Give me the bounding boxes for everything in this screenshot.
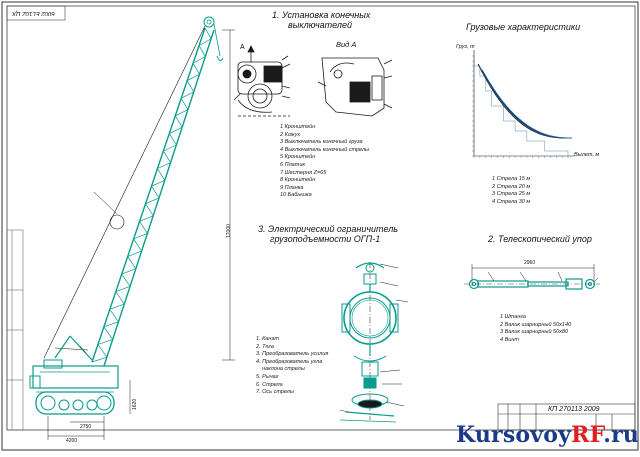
- crane-height-dim: 17000: [226, 224, 232, 238]
- watermark-tld: .ru: [603, 422, 640, 448]
- section3-title-line1: 3. Электрический ограничитель: [258, 224, 399, 234]
- stamp-number: 6002 EL10Z ЦX: [12, 10, 55, 16]
- legend-item: 3 Выключатель конечный груза: [280, 139, 363, 146]
- chart-legend: 1 Стрела 15 м 2 Стрела 20 м 3 Стрела 25 …: [492, 176, 530, 206]
- doc-code: КП 270113 2009: [548, 406, 600, 413]
- drawing-frame: [6, 5, 636, 431]
- stamp-box: [6, 5, 66, 21]
- legend-item: 1 Стрела 15 м: [492, 176, 531, 182]
- title-block: [497, 403, 636, 431]
- detail-circle: [109, 214, 125, 230]
- chart-x-label: Вылет, м: [574, 152, 600, 158]
- chart-step-grid: [473, 56, 569, 156]
- legend-item: 7 Шестерня Z=65: [280, 169, 327, 176]
- section3-legend: 1. Канат 2. Тяга 3. Преобразователь усил…: [256, 336, 328, 397]
- legend-item: 2 Кожух: [280, 131, 301, 138]
- section1-title-line2: выключателей: [288, 20, 352, 30]
- telescopic-stop: [464, 264, 600, 290]
- legend-item: 1 Штанга: [500, 314, 526, 320]
- legend-item: 2 Стрела 20 м: [492, 183, 531, 190]
- section1-title-line1: 1. Установка конечных: [272, 10, 371, 20]
- legend-item: 2. Тяга: [256, 343, 274, 350]
- chart-curve: [483, 72, 572, 139]
- chart-y-label: Груз, т: [456, 44, 475, 50]
- legend-item: 6 Платик: [280, 161, 305, 168]
- view-a-label: Вид А: [336, 40, 357, 49]
- stop-dimension: 2960: [524, 260, 536, 266]
- legend-item: 3 Валик шарнирный 50х80: [500, 329, 569, 336]
- legend-item: 6. Стрела: [256, 381, 283, 388]
- crane-side-dim: 1620: [132, 398, 138, 410]
- legend-item: 5. Рычаг: [256, 373, 279, 380]
- section2-title: 2. Телескопический упор: [488, 234, 592, 244]
- load-chart: [472, 50, 574, 158]
- crane-rear-dim: 2750: [80, 424, 92, 430]
- watermark-main: Kursovoy: [456, 422, 572, 448]
- legend-item: 4 Винт: [500, 336, 519, 343]
- legend-item: 9 Планка: [280, 184, 304, 191]
- legend-item: 2 Валик шарнирный 50х140: [500, 321, 572, 328]
- section3-title-line2: грузоподъемности ОГП-1: [270, 234, 381, 244]
- legend-item: 10 Бабышка: [280, 192, 312, 199]
- legend-item: 4 Выключатель конечный стрелы: [280, 146, 370, 153]
- chart-curve: [481, 69, 571, 139]
- crane-dimensions: [47, 29, 235, 440]
- legend-item: 4. Преобразователь угла: [256, 358, 323, 365]
- limiter-drawing: [339, 262, 399, 423]
- limit-switch-assembly: [233, 45, 291, 117]
- chart-curve: [479, 66, 569, 139]
- legend-item: 1 Кронштейн: [280, 124, 316, 130]
- legend-item: 8 Кронштейн: [280, 177, 316, 184]
- section2-legend: 1 Штанга 2 Валик шарнирный 50х140 3 Вали…: [500, 314, 571, 344]
- watermark-accent: RF: [571, 422, 604, 448]
- legend-item: 7. Ось стрелы: [256, 389, 294, 396]
- legend-item: 3. Преобразователь усилия: [256, 351, 329, 358]
- chart-curve: [477, 63, 567, 139]
- crane-track-dim: 4200: [66, 438, 78, 444]
- crane-drawing: [29, 16, 224, 415]
- side-strip: [6, 229, 24, 431]
- view-a-drawing: [317, 57, 393, 117]
- legend-item: 3 Стрела 25 м: [492, 191, 531, 198]
- limiter-callouts: [339, 263, 409, 413]
- chart-title: Грузовые характеристики: [466, 22, 581, 32]
- legend-item: 1. Канат: [256, 336, 280, 342]
- legend-item: 5 Кронштейн: [280, 154, 316, 161]
- section1-legend: 1 Кронштейн 2 Кожух 3 Выключатель конечн…: [280, 124, 369, 200]
- legend-item: наклона стрелы: [262, 366, 305, 373]
- watermark: KursovoyRF.ru: [456, 422, 639, 448]
- stop-callouts: [487, 271, 599, 283]
- legend-item: 4 Стрела 30 м: [492, 198, 531, 205]
- arrow-a-label: А: [240, 44, 245, 51]
